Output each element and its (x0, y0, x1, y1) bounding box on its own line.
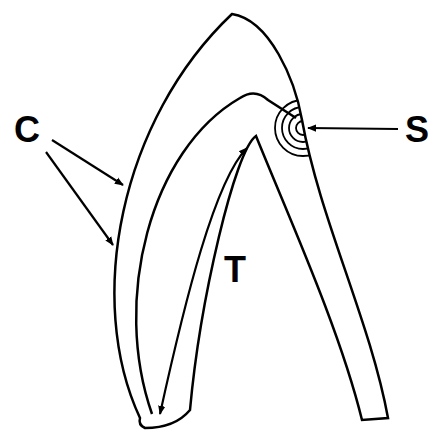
leader-arrow (52, 140, 123, 185)
part-label: S (403, 112, 431, 148)
tooth-outline (114, 14, 388, 428)
thickness-arrow (160, 148, 247, 414)
leader-arrow (46, 152, 113, 245)
leader-arrow (308, 128, 398, 129)
part-label: C (12, 112, 42, 148)
part-label: T (222, 252, 248, 288)
inner-layer-line (136, 93, 296, 414)
